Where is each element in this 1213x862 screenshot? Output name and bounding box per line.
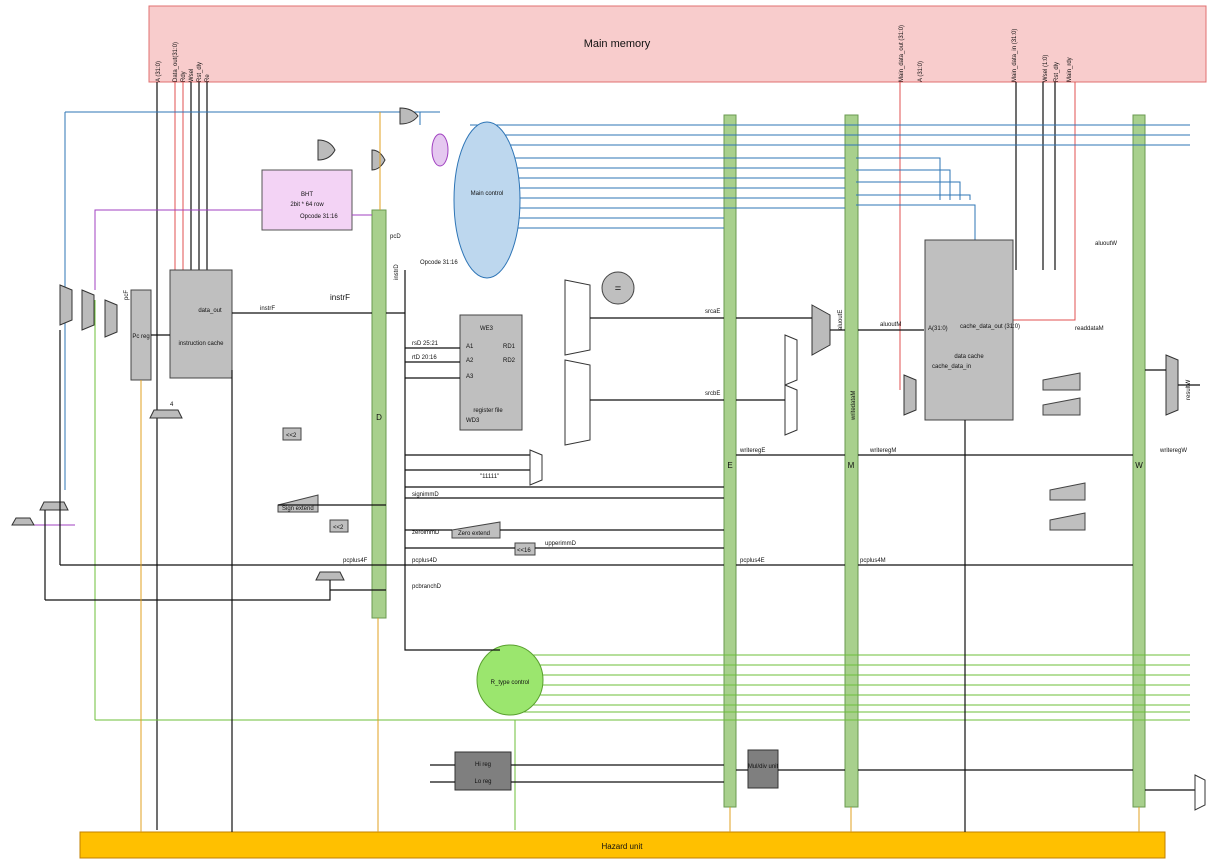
stage-label-w: W (1135, 461, 1143, 470)
shift16-label: <<16 (517, 548, 531, 554)
stage-label-e: E (727, 461, 732, 470)
const31-label: "11111" (480, 474, 499, 480)
main-memory-title: Main memory (584, 38, 651, 50)
stage-label-m: M (848, 461, 855, 470)
port-rst-dly: Rst_dly (197, 62, 203, 82)
port-main-data-out: Main_data_out (31:0) (899, 25, 905, 82)
pc-reg-title: Pc reg (132, 334, 149, 340)
sign-extend-label: Sign extend (282, 506, 314, 512)
aluoutE-label: aluoutE (838, 310, 844, 330)
data-cache-addr: A(31:0) (928, 326, 948, 332)
rf-port-wd3: WD3 (466, 418, 480, 424)
port-re: Re (205, 74, 211, 82)
port-main-data-in: Main_data_in (31:0) (1012, 29, 1018, 82)
add4-label: 4 (170, 402, 174, 408)
data-cache-out: cache_data_out (31:0) (960, 324, 1020, 330)
instruction-cache-title: instruction cache (178, 341, 224, 347)
stage-label-d: D (376, 413, 382, 422)
rf-port-rd2: RD2 (503, 358, 516, 364)
shift2-label-2: <<2 (333, 525, 344, 531)
resultW-label: resultW (1186, 379, 1192, 400)
hi-reg-label: Hi reg (475, 762, 491, 768)
instrF-label: instrF (260, 306, 275, 312)
opcode-label: Opcode 31:16 (300, 214, 338, 220)
pcbranchD-label: pcbranchD (412, 584, 442, 590)
equal-label: = (615, 283, 621, 295)
pcF-label: pcF (124, 290, 130, 300)
rf-port-a3: A3 (466, 374, 474, 380)
rtD-label: rtD 20:16 (412, 355, 437, 361)
port-data-out: Data_out(31:0) (173, 42, 179, 82)
rf-port-a2: A2 (466, 358, 474, 364)
pcplus4M-label: pcplus4M (860, 558, 886, 564)
port-wsel-right: Wsel (1:0) (1043, 55, 1049, 82)
pcplus4F-label: pcplus4F (343, 558, 368, 564)
instruction-cache-block (170, 270, 232, 378)
data-cache-in: cache_data_in (932, 364, 971, 370)
main-control-title: Main control (471, 191, 504, 197)
bht-block (262, 170, 352, 230)
main-control-block (454, 122, 520, 278)
shift2-label: <<2 (286, 433, 297, 439)
writeregE-label: writeregE (739, 448, 765, 454)
rf-port-we3: WE3 (480, 326, 494, 332)
result-mux (1195, 775, 1205, 810)
signimmD-label: signimmD (412, 492, 439, 498)
pcD-label: pcD (390, 234, 401, 240)
rf-port-rd1: RD1 (503, 344, 516, 350)
opcode-label-d: Opcode 31:16 (420, 260, 458, 266)
bht-title: BHT (301, 192, 313, 198)
port-wsel: Wsel (189, 69, 195, 82)
register-file-title: register file (473, 408, 503, 414)
muldiv-title: Mul/div unit (748, 764, 779, 770)
aluoutM-label: aluoutM (880, 322, 901, 328)
port-rst-dly-right: Rst_dly (1054, 62, 1060, 82)
src-wires (590, 318, 1200, 565)
or-gate-top (400, 108, 418, 124)
port-a-right: A (31:0) (918, 61, 924, 82)
port-rdy: Rdy (181, 71, 187, 82)
rsD-label: rsD 25:21 (412, 341, 439, 347)
instruction-cache-port: data_out (198, 308, 222, 314)
port-a-left: A (31:0) (156, 61, 162, 82)
rf-port-a1: A1 (466, 344, 474, 350)
pcplus4D-label: pcplus4D (412, 558, 438, 564)
hazard-unit-title: Hazard unit (602, 842, 644, 851)
zero-extend-label: Zero extend (458, 531, 490, 537)
readdataM-label: readdataM (1075, 326, 1104, 332)
bht-tfm-ellipse (432, 134, 448, 166)
aluoutW-label: aluoutW (1095, 241, 1117, 247)
srcaE-label: srcaE (705, 309, 720, 315)
writedataM-label: writedataM (851, 391, 857, 421)
writeregM-label: writeregM (869, 448, 896, 454)
bht-subtitle: 2bit * 64 row (290, 202, 324, 208)
srcbE-label: srcbE (705, 391, 720, 397)
or-gate-pcsrc (372, 150, 385, 170)
zeroimmD-label: zeroimmD (412, 530, 440, 536)
port-main-rdy: Main_rdy (1067, 57, 1073, 82)
instrF-label-2: instrF (330, 293, 350, 302)
rtype-control-title: R_type control (491, 680, 530, 686)
and-gate-bht (318, 140, 335, 160)
upperimmD-label: upperimmD (545, 541, 577, 547)
data-cache-title: data cache (954, 354, 984, 360)
pcplus4E-label: pcplus4E (740, 558, 765, 564)
instrD-label: instrD (394, 264, 400, 280)
lo-reg-label: Lo reg (474, 779, 491, 785)
writeregW-label: writeregW (1159, 448, 1187, 454)
